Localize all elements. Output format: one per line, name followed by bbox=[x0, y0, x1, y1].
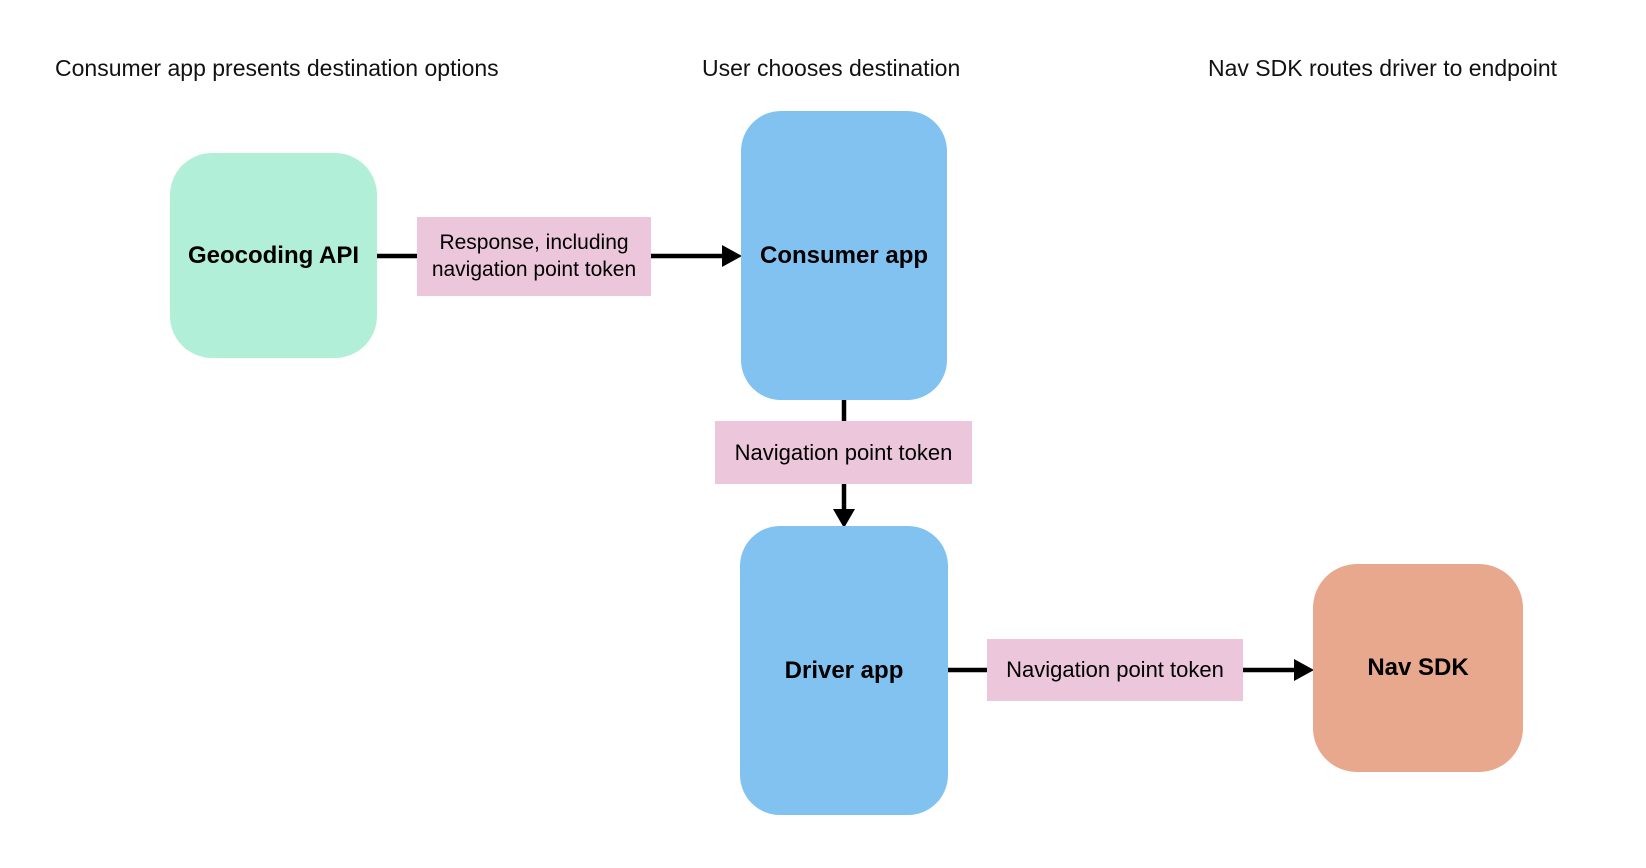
edge-label-response-navigation-point-token: Response, including navigation point tok… bbox=[417, 217, 651, 296]
node-nav-sdk: Nav SDK bbox=[1313, 564, 1523, 772]
edge-label-navigation-point-token-horizontal: Navigation point token bbox=[987, 639, 1243, 701]
column-header-consumer-presents: Consumer app presents destination option… bbox=[55, 55, 499, 81]
node-consumer-app: Consumer app bbox=[741, 111, 947, 400]
column-header-user-chooses: User chooses destination bbox=[702, 55, 961, 81]
node-geocoding-api: Geocoding API bbox=[170, 153, 377, 358]
edge-geocoding-consumer-arrowhead-icon bbox=[722, 245, 742, 267]
edge-driver-navsdk-arrowhead-icon bbox=[1294, 659, 1314, 681]
node-driver-app: Driver app bbox=[740, 526, 948, 815]
edge-label-navigation-point-token-vertical: Navigation point token bbox=[715, 421, 972, 484]
column-header-nav-sdk-routes: Nav SDK routes driver to endpoint bbox=[1208, 55, 1558, 81]
